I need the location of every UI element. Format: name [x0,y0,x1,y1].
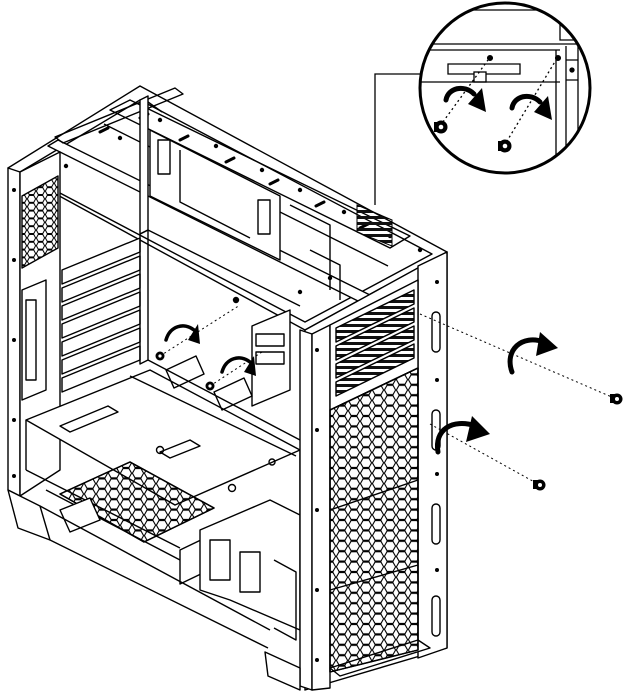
screw-icon [498,139,512,153]
screw-icon [434,120,448,134]
rotate-arrow-icon [507,332,558,375]
motherboard-standoffs [129,296,301,457]
rotate-arrow-icon [443,85,486,112]
pci-slot-covers [61,237,141,393]
callout-bracket [356,204,393,247]
screw-icon [533,479,546,491]
rotate-arrow-icon [164,324,200,344]
case-back-wall [139,95,341,307]
screw-icon [155,351,165,361]
front-top-vent [329,279,419,411]
rotate-arrow-icon [220,356,256,376]
rotate-arrow-icon [434,416,490,455]
screw-icon [205,381,215,391]
mesh-front-panel [329,367,419,673]
callout-leader-line [374,73,422,205]
zoom-callout-circle [418,1,592,175]
pc-case [7,85,448,691]
drive-cage [39,499,301,649]
screw-icon [610,393,623,405]
case-rear-frame [7,151,149,541]
rotate-arrow-icon [509,93,552,120]
